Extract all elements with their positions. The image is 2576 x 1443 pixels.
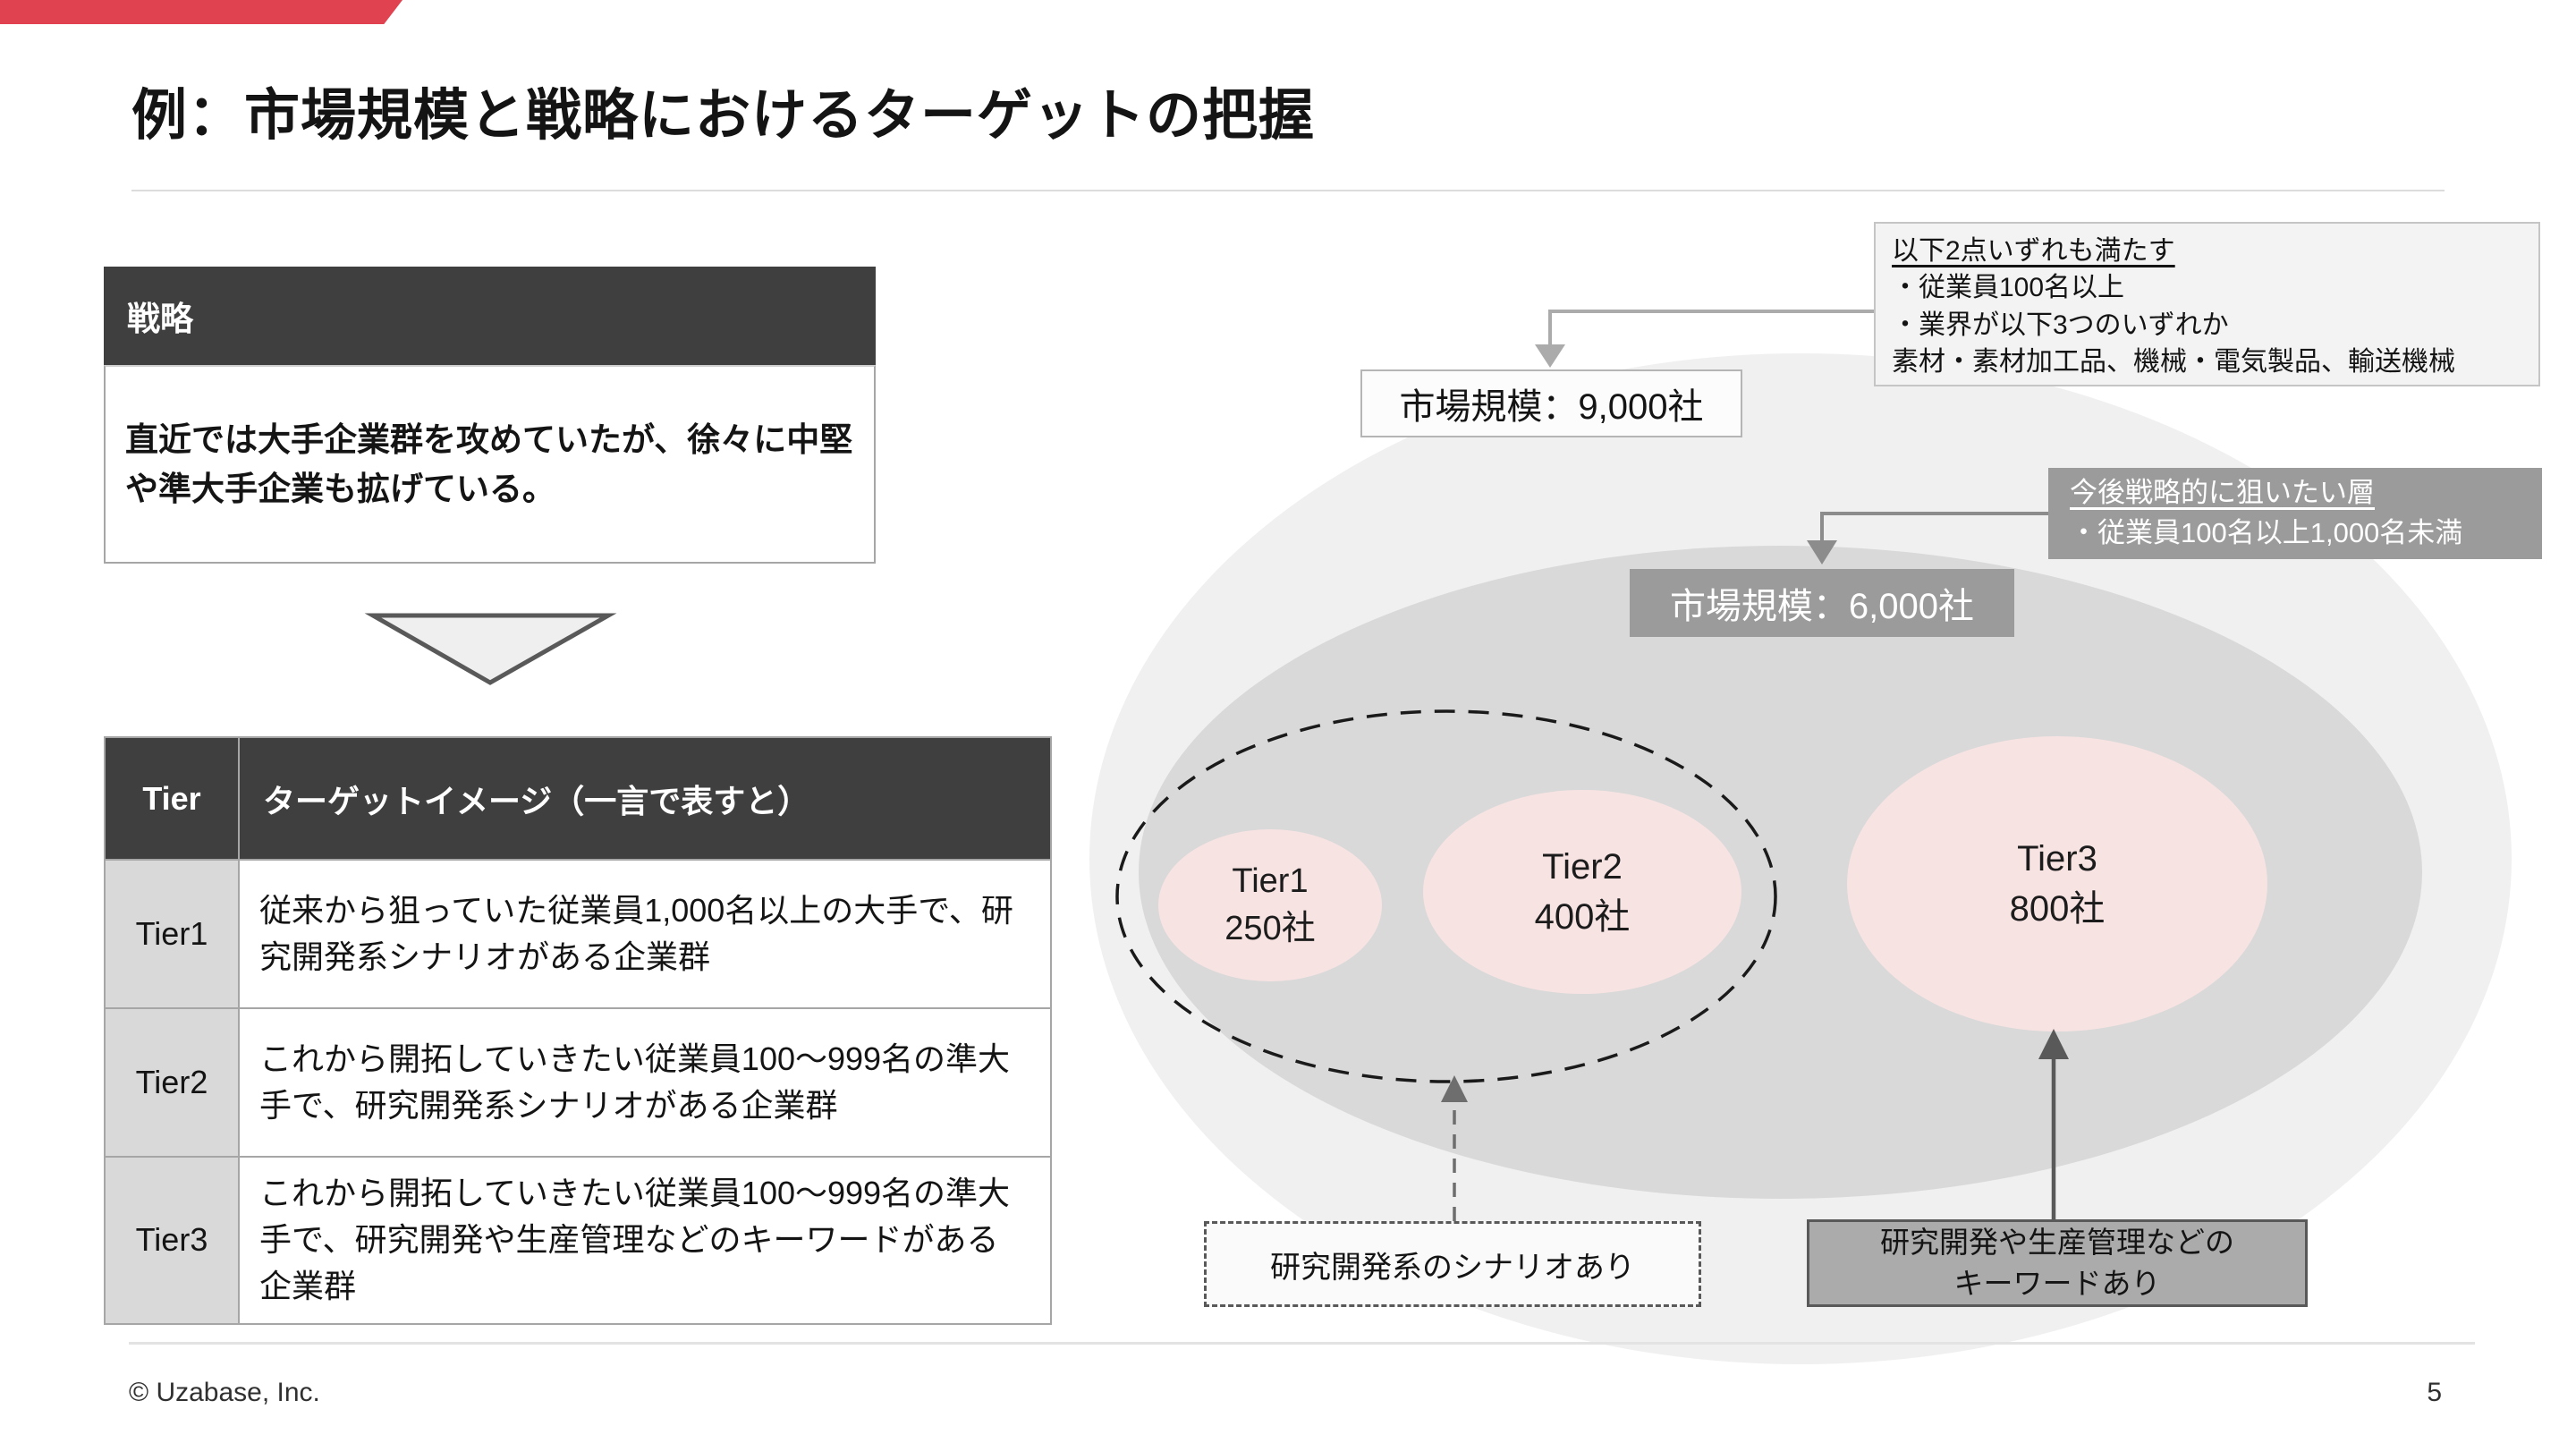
page-title: 例：市場規模と戦略におけるターゲットの把握 bbox=[131, 85, 1316, 147]
page-number: 5 bbox=[2427, 1378, 2442, 1407]
strategic-line-1: ・従業員100名以上1,000名未満 bbox=[2070, 517, 2463, 548]
criteria-connector-line bbox=[1548, 310, 1874, 351]
criteria-line-1: ・従業員100名以上 bbox=[1892, 273, 2125, 303]
tier2-label: Tier2 bbox=[1542, 847, 1623, 887]
tier2-description: これから開拓していきたい従業員100〜999名の準大手で、研究開発系シナリオがあ… bbox=[238, 1007, 1052, 1158]
tier-table-header-description: ターゲットイメージ（一言で表すと） bbox=[238, 736, 1052, 861]
down-triangle-icon bbox=[364, 613, 617, 685]
keyword-note-line-1: 研究開発や生産管理などの bbox=[1880, 1225, 2234, 1259]
tier1-circle: Tier1 250社 bbox=[1158, 829, 1382, 981]
strategy-box: 戦略 直近では大手企業群を攻めていたが、徐々に中堅や準大手企業も拡げている。 bbox=[104, 267, 876, 564]
tier-table-header-row: Tier ターゲットイメージ（一言で表すと） bbox=[104, 736, 1052, 861]
scenario-note: 研究開発系のシナリオあり bbox=[1204, 1221, 1701, 1307]
strategic-heading: 今後戦略的に狙いたい層 bbox=[2070, 477, 2375, 509]
tier1-cell: Tier1 bbox=[104, 859, 240, 1009]
tier2-count: 400社 bbox=[1534, 897, 1631, 937]
criteria-line-2: ・業界が以下3つのいずれか bbox=[1892, 310, 2229, 340]
table-row: Tier2 これから開拓していきたい従業員100〜999名の準大手で、研究開発系… bbox=[104, 1007, 1052, 1158]
keyword-note: 研究開発や生産管理などの キーワードあり bbox=[1807, 1219, 2308, 1307]
market-size-total-text: 市場規模：9,000社 bbox=[1399, 387, 1704, 427]
tier3-circle: Tier3 800社 bbox=[1847, 736, 2267, 1031]
strategy-text: 直近では大手企業群を攻めていたが、徐々に中堅や準大手企業も拡げている。 bbox=[125, 420, 853, 508]
criteria-line-3: 素材・素材加工品、機械・電気製品、輸送機械 bbox=[1892, 347, 2455, 378]
table-row: Tier3 これから開拓していきたい従業員100〜999名の準大手で、研究開発や… bbox=[104, 1156, 1052, 1325]
tier1-count: 250社 bbox=[1224, 910, 1316, 947]
strategy-box-body: 直近では大手企業群を攻めていたが、徐々に中堅や準大手企業も拡げている。 bbox=[104, 365, 876, 564]
market-size-strategic-label: 市場規模：6,000社 bbox=[1630, 569, 2014, 637]
strategy-box-header: 戦略 bbox=[104, 267, 876, 365]
tier2-circle: Tier2 400社 bbox=[1423, 790, 1741, 994]
table-row: Tier1 従来から狙っていた従業員1,000名以上の大手で、研究開発系シナリオ… bbox=[104, 859, 1052, 1009]
keyword-note-line-2: キーワードあり bbox=[1953, 1267, 2161, 1300]
tier3-label: Tier3 bbox=[2017, 839, 2097, 879]
footer-copyright: © Uzabase, Inc. bbox=[129, 1378, 320, 1407]
red-accent-banner bbox=[0, 0, 402, 24]
tier1-description: 従来から狙っていた従業員1,000名以上の大手で、研究開発系シナリオがある企業群 bbox=[238, 859, 1052, 1009]
tier3-cell: Tier3 bbox=[104, 1156, 240, 1325]
strategic-target-note: 今後戦略的に狙いたい層 ・従業員100名以上1,000名未満 bbox=[2048, 468, 2542, 559]
tier1-label: Tier1 bbox=[1232, 862, 1309, 900]
footer-divider bbox=[129, 1342, 2475, 1345]
tier-table: Tier ターゲットイメージ（一言で表すと） Tier1 従来から狙っていた従業… bbox=[104, 736, 1052, 1325]
scenario-note-text: 研究開発系のシナリオあり bbox=[1270, 1250, 1635, 1285]
criteria-note: 以下2点いずれも満たす ・従業員100名以上 ・業界が以下3つのいずれか 素材・… bbox=[1874, 222, 2540, 386]
tier3-description: これから開拓していきたい従業員100〜999名の準大手で、研究開発や生産管理など… bbox=[238, 1156, 1052, 1325]
tier2-cell: Tier2 bbox=[104, 1007, 240, 1158]
title-divider bbox=[131, 190, 2445, 191]
arrow-down-icon bbox=[1535, 344, 1565, 368]
tier3-count: 800社 bbox=[2009, 889, 2106, 929]
tier-table-header-tier: Tier bbox=[104, 736, 240, 861]
criteria-heading: 以下2点いずれも満たす bbox=[1892, 236, 2175, 266]
market-size-strategic-text: 市場規模：6,000社 bbox=[1669, 587, 1975, 626]
market-size-total-label: 市場規模：9,000社 bbox=[1360, 369, 1742, 437]
